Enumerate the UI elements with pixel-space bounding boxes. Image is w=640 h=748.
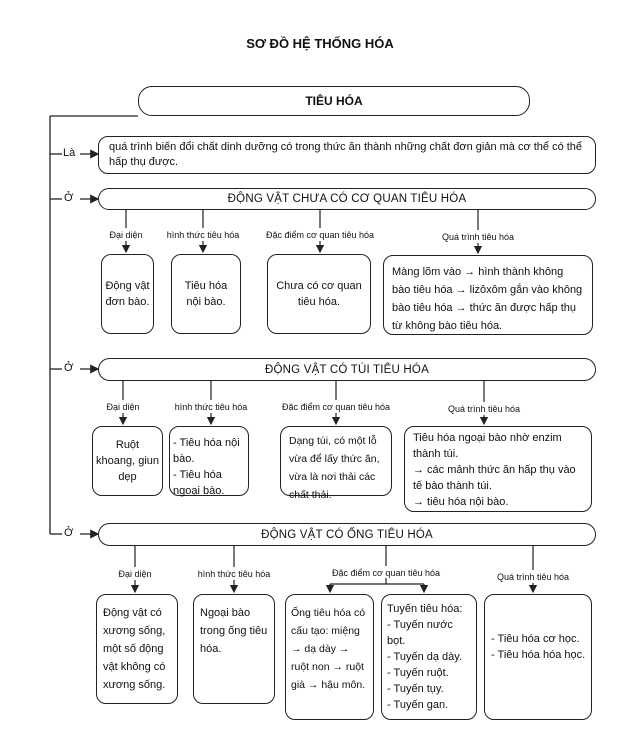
s1-col1-label: Đại diện (109, 230, 143, 240)
s2-col1-box: Ruột khoang, giun dẹp (92, 426, 163, 496)
s3-col3b-line-3: - Tuyến ruột. (387, 667, 449, 679)
section-2-label: Ở (64, 362, 74, 374)
topic-label: TIÊU HÓA (305, 94, 363, 108)
definition-label: Là (63, 147, 76, 159)
s3-col2-label: hình thức tiêu hóa (197, 569, 271, 579)
s3-col4-label: Quá trình tiêu hóa (496, 572, 570, 582)
s3-col3b-line-5: - Tuyến gan. (387, 699, 449, 711)
s2-col4-box: Tiêu hóa ngoại bào nhờ enzim thành túi. … (404, 426, 592, 512)
section-2-heading: ĐỘNG VẬT CÓ TÚI TIÊU HÓA (265, 363, 429, 376)
s2-col1-text: Ruột khoang, giun dẹp (96, 439, 159, 483)
s2-col2-box: - Tiêu hóa nội bào. - Tiêu hóa ngoại bào… (169, 426, 249, 497)
s3-col3b-line-2: - Tuyến dạ dày. (387, 651, 463, 663)
s3-col2-text: Ngoại bào trong ống tiêu hóa. (200, 607, 268, 655)
s3-col1-text: Động vật có xương sống, một số động vật … (103, 607, 166, 691)
s2-col3-label: Đặc điểm cơ quan tiêu hóa (282, 402, 390, 412)
s3-col3b-box: Tuyến tiêu hóa: - Tuyến nước bọt. - Tuyế… (381, 594, 477, 720)
section-1-heading-box: ĐỘNG VẬT CHƯA CÓ CƠ QUAN TIÊU HÓA (98, 188, 596, 210)
s2-col1-label: Đại diện (106, 402, 140, 412)
s2-col4-line-1: Tiêu hóa ngoại bào nhờ enzim thành túi. (413, 432, 562, 460)
s3-col1-label: Đại diện (118, 569, 152, 579)
s3-col1-box: Động vật có xương sống, một số động vật … (96, 594, 178, 704)
s1-col3-text: Chưa có cơ quan tiêu hóa. (276, 280, 362, 308)
s2-col2-line-2: - Tiêu hóa ngoại bào. (173, 469, 225, 497)
s1-col3-box: Chưa có cơ quan tiêu hóa. (267, 254, 371, 334)
s3-col3-label: Đặc điểm cơ quan tiêu hóa (332, 568, 440, 578)
section-1-label: Ở (64, 192, 74, 204)
s1-col1-box: Động vật đơn bào. (101, 254, 154, 334)
s3-col4-box: - Tiêu hóa cơ học. - Tiêu hóa hóa học. (484, 594, 592, 720)
s3-col3a-text: Ống tiêu hóa có cấu tạo: miệng → dạ dày … (291, 607, 366, 691)
s1-col4-label: Quá trình tiêu hóa (441, 232, 515, 242)
s2-col4-line-3: → tiêu hóa nội bào. (413, 496, 509, 508)
definition-box: quá trình biến đổi chất dinh dưỡng có tr… (98, 136, 596, 174)
section-1-heading: ĐỘNG VẬT CHƯA CÓ CƠ QUAN TIÊU HÓA (227, 193, 467, 205)
s3-col4-line-1: - Tiêu hóa cơ học. (491, 633, 580, 645)
s2-col3-box: Dạng túi, có một lỗ vừa để lấy thức ăn, … (280, 426, 392, 501)
s2-col2-line-1: - Tiêu hóa nội bào. (173, 437, 240, 465)
s3-col4-line-2: - Tiêu hóa hóa học. (491, 649, 586, 661)
s3-col2-box: Ngoại bào trong ống tiêu hóa. (193, 594, 275, 704)
s3-col3b-line-1: - Tuyến nước bọt. (387, 619, 453, 647)
s2-col2-label: hình thức tiêu hóa (174, 402, 248, 412)
s3-col3b-line-4: - Tuyến tụy. (387, 683, 444, 695)
page-title: SƠ ĐỒ HỆ THỐNG HÓA (246, 36, 394, 51)
s3-col3a-box: Ống tiêu hóa có cấu tạo: miệng → dạ dày … (285, 594, 374, 720)
section-3-label: Ở (64, 527, 74, 539)
s1-col4-text: Màng lõm vào → hình thành không bào tiêu… (392, 266, 583, 332)
s3-col3b-title: Tuyến tiêu hóa: (387, 603, 463, 615)
topic-box: TIÊU HÓA (138, 86, 530, 116)
definition-text: quá trình biến đổi chất dinh dưỡng có tr… (109, 141, 583, 168)
s1-col4-box: Màng lõm vào → hình thành không bào tiêu… (383, 255, 593, 335)
s1-col2-label: hình thức tiêu hóa (166, 230, 240, 240)
s1-col2-box: Tiêu hóa nội bào. (171, 254, 241, 334)
s2-col3-text: Dạng túi, có một lỗ vừa để lấy thức ăn, … (289, 435, 380, 501)
s1-col2-text: Tiêu hóa nội bào. (184, 280, 228, 308)
section-2-heading-box: ĐỘNG VẬT CÓ TÚI TIÊU HÓA (98, 358, 596, 381)
s1-col3-label: Đặc điểm cơ quan tiêu hóa (266, 230, 374, 240)
s2-col4-line-2: → các mảnh thức ăn hấp thụ vào tế bào th… (413, 464, 576, 492)
section-3-heading-box: ĐỘNG VẬT CÓ ỐNG TIÊU HÓA (98, 523, 596, 546)
s1-col1-text: Động vật đơn bào. (105, 280, 150, 308)
section-3-heading: ĐỘNG VẬT CÓ ỐNG TIÊU HÓA (261, 528, 433, 541)
s2-col4-label: Quá trình tiêu hóa (447, 404, 521, 414)
